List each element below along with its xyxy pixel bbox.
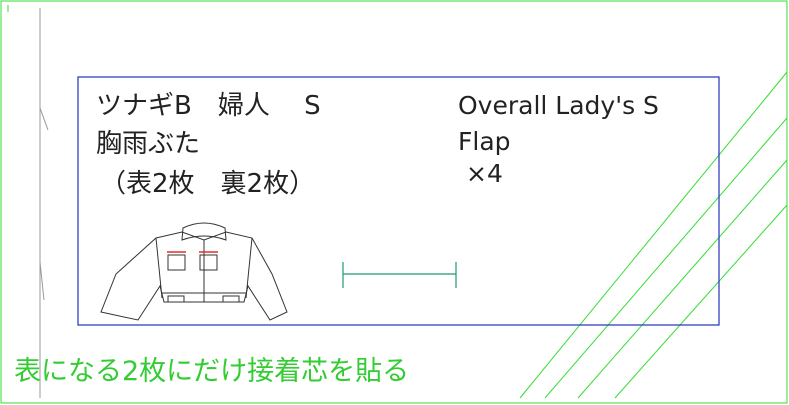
dimension-line-icon (342, 262, 457, 288)
diagonal-grain-lines (519, 71, 788, 399)
label-ja-line3: （表2枚 裏2枚） (100, 169, 315, 199)
label-en-line1: Overall Lady's S (458, 91, 659, 120)
label-ja-line1: ツナギB 婦人 S (96, 91, 321, 121)
label-en-line2: Flap (458, 127, 511, 156)
label-box (77, 76, 720, 326)
seam-line-left (39, 8, 49, 398)
jacket-icon (100, 222, 288, 321)
label-ja-line2: 胸雨ぶた (96, 129, 200, 159)
instruction-text: 表になる2枚にだけ接着芯を貼る (14, 356, 409, 387)
label-en-line3: ×4 (466, 159, 503, 188)
